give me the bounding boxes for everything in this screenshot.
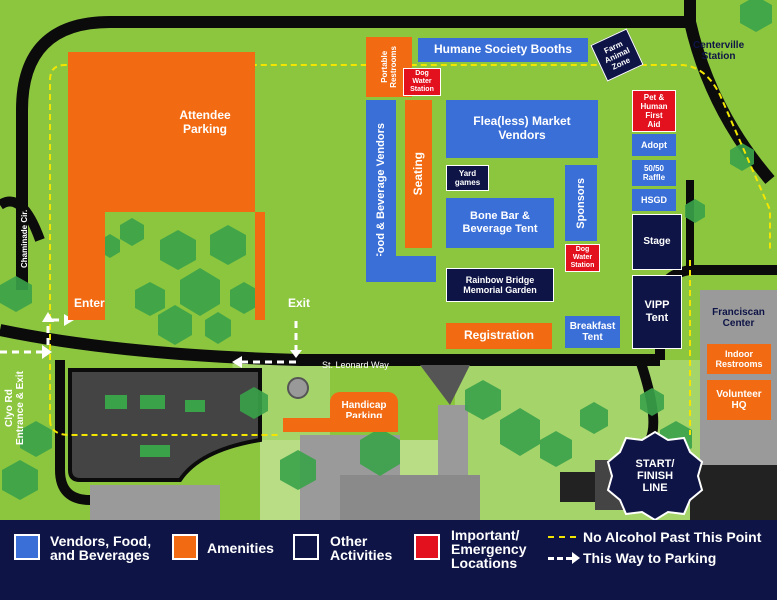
- breakfast-tent: Breakfast Tent: [565, 316, 620, 348]
- registration: Registration: [446, 323, 552, 349]
- chaminade-circle-label: Chaminade Cir.: [20, 209, 29, 268]
- rainbow-bridge-memorial-garden: Rainbow Bridge Memorial Garden: [446, 268, 554, 302]
- legend-amenities-label: Amenities: [207, 540, 274, 556]
- bone-bar-beverage-tent: Bone Bar & Beverage Tent: [446, 198, 554, 248]
- pet-human-first-aid: Pet & Human First Aid: [632, 90, 676, 132]
- dog-water-station-2: Dog Water Station: [565, 244, 600, 272]
- legend-other-label: Other Activities: [330, 533, 393, 563]
- flea-market-vendors: Flea(less) Market Vendors: [446, 100, 598, 158]
- legend-parking-arrowhead: [572, 552, 580, 564]
- hsgd: HSGD: [632, 189, 676, 211]
- legend-parking-label: This Way to Parking: [583, 550, 717, 566]
- food-vendors-bottom: [366, 256, 436, 282]
- legend-vendors-label: Vendors, Food, and Beverages: [50, 533, 152, 563]
- legend-amenities-swatch: [172, 534, 198, 560]
- yard-games: Yard games: [446, 165, 489, 191]
- legend-important-label: Important/ Emergency Locations: [451, 527, 527, 571]
- attendee-parking-area: [68, 52, 265, 320]
- vipp-tent: VIPP Tent: [632, 275, 682, 349]
- adopt: Adopt: [632, 134, 676, 156]
- handicap-parking-lot: [283, 418, 398, 432]
- st-leonard-way-label: St. Leonard Way: [322, 360, 389, 370]
- indoor-restrooms: Indoor Restrooms: [707, 344, 771, 374]
- legend-important-swatch: [414, 534, 440, 560]
- enter-label: Enter: [74, 296, 105, 310]
- clyo-road-label: Clyo Rd Entrance & Exit: [4, 371, 26, 445]
- legend-vendors-swatch: [14, 534, 40, 560]
- legend-other-swatch: [293, 534, 319, 560]
- exit-label: Exit: [288, 296, 311, 310]
- attendee-parking-label: Attendee Parking: [179, 108, 231, 136]
- humane-society-booths: Humane Society Booths: [418, 38, 588, 62]
- stage: Stage: [632, 214, 682, 270]
- food-beverage-vendors: Food & Beverage Vendors: [366, 100, 396, 282]
- centerville-station-label: Centerville Station: [693, 40, 745, 62]
- sponsors: Sponsors: [565, 165, 597, 241]
- start-finish-line: START/ FINISH LINE: [635, 458, 675, 494]
- legend-no-alcohol-label: No Alcohol Past This Point: [583, 529, 762, 545]
- seating: Seating: [405, 100, 432, 248]
- legend-no-alcohol-line: [548, 536, 576, 538]
- dog-water-station-1: Dog Water Station: [403, 68, 441, 96]
- franciscan-center: Franciscan Center: [712, 306, 765, 330]
- map-legend: Vendors, Food, and Beverages Amenities O…: [0, 520, 777, 600]
- volunteer-hq: Volunteer HQ: [707, 380, 771, 420]
- legend-parking-arrow: [548, 557, 572, 560]
- raffle-50-50: 50/50 Raffle: [632, 160, 676, 186]
